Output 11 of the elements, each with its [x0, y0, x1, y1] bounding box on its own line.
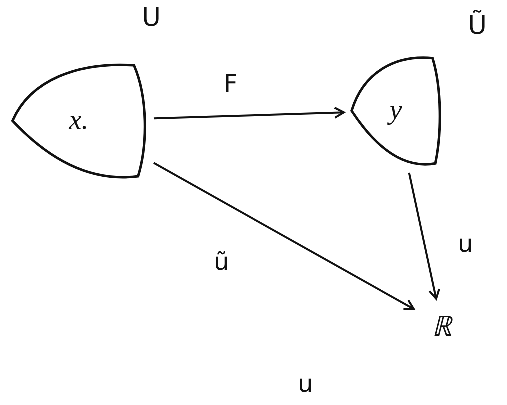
math-symbol: x. — [69, 105, 89, 137]
arrow — [154, 162, 415, 310]
set-name: U — [142, 2, 162, 35]
arrow — [154, 106, 345, 120]
math-symbol: y — [390, 95, 402, 127]
set-blob — [10, 62, 148, 180]
math-symbol: ℝ — [432, 311, 452, 344]
set-name: Ũ — [468, 10, 488, 43]
math-symbol: u — [298, 372, 314, 396]
arrow — [408, 172, 440, 300]
set-blob — [350, 55, 442, 167]
